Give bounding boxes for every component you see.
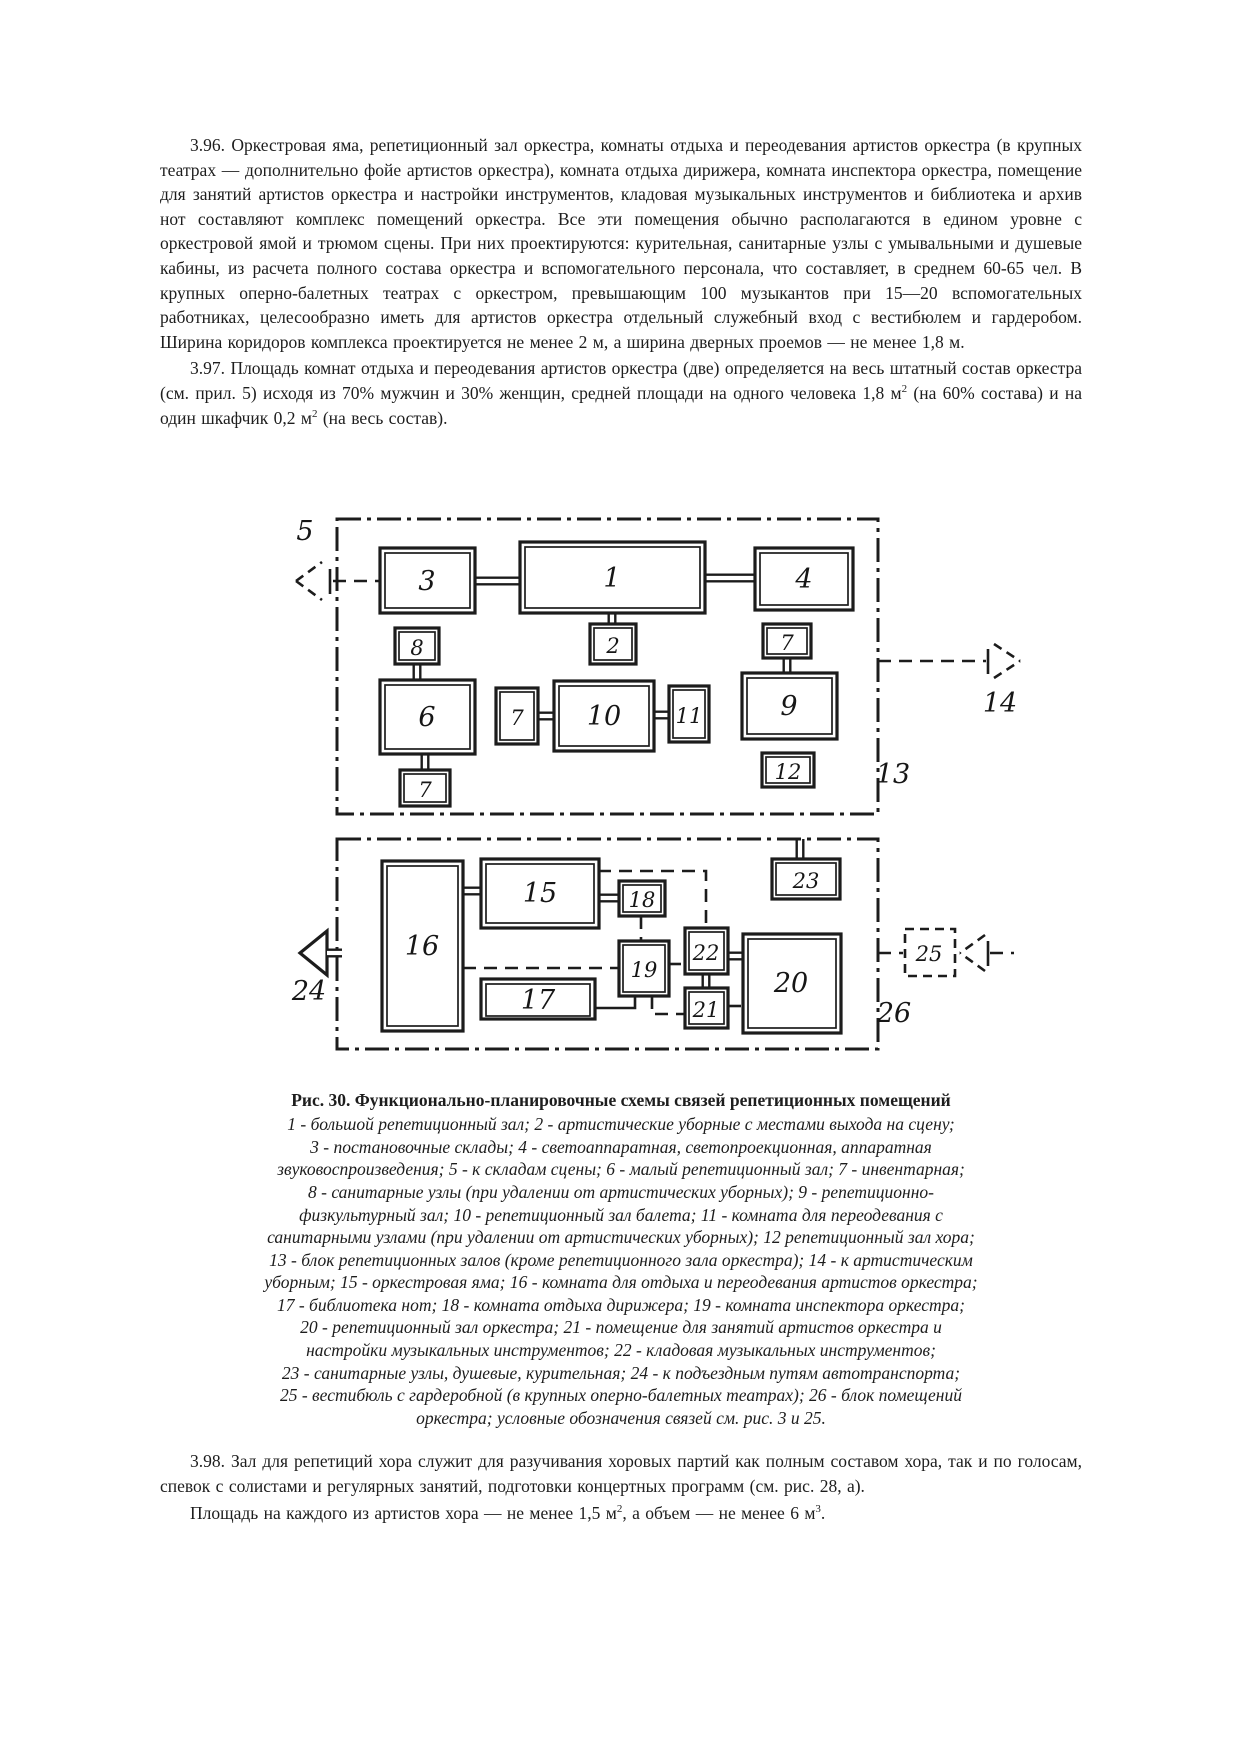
- figure-box-22: 22: [683, 926, 730, 976]
- figure-box-3: 3: [378, 546, 477, 615]
- box-label: 1: [603, 563, 620, 594]
- paragraph-text: 3.97. Площадь комнат отдыха и переодеван…: [160, 358, 1082, 403]
- caption-line: настройки музыкальных инструментов; 22 -…: [306, 1340, 936, 1361]
- paragraph-3-98: 3.98. Зал для репетиций хора служит для …: [160, 1451, 1082, 1497]
- caption-line: звуковоспроизведения; 5 - к складам сцен…: [277, 1159, 965, 1180]
- figure-box-23: 23: [770, 857, 842, 901]
- superscript: 3: [815, 1502, 821, 1515]
- box-label: 9: [780, 691, 797, 722]
- box-label: 6: [418, 702, 435, 733]
- figure-box-21: 21: [683, 986, 730, 1030]
- figure-box-19: 19: [617, 939, 671, 998]
- box-label: 3: [418, 566, 435, 597]
- arrow-to-transport-access: 24: [291, 927, 342, 1007]
- box-label: 22: [692, 941, 720, 965]
- box-label: 23: [792, 869, 820, 893]
- caption-line: 20 - репетиционный зал оркестра; 21 - по…: [300, 1317, 942, 1338]
- paragraph-text: (на весь состав).: [317, 407, 448, 428]
- arrow-to-stage-stores: 5: [295, 516, 380, 602]
- box-label: 15: [523, 878, 557, 909]
- paragraph-text: Площадь на каждого из артистов хора — не…: [190, 1502, 617, 1523]
- label-13: 13: [876, 759, 910, 790]
- figure-box-20: 20: [741, 932, 843, 1035]
- caption-line: 3 - постановочные склады; 4 - светоаппар…: [310, 1136, 932, 1157]
- figure-box-2: 2: [588, 622, 638, 666]
- figure-box-15: 15: [479, 857, 601, 930]
- paragraph-3-96: 3.96. Оркестровая яма, репетиционный зал…: [160, 135, 1082, 352]
- caption-line: оркестра; условные обозначения связей см…: [416, 1407, 826, 1428]
- figure-box-9: 9: [740, 671, 839, 741]
- upper-scheme-connectors: [412, 573, 792, 773]
- label-24: 24: [291, 976, 326, 1007]
- figure-box-17: 17: [479, 977, 597, 1021]
- box-label: 2: [605, 634, 619, 658]
- caption-line: санитарными узлами (при удалении от арти…: [267, 1227, 975, 1248]
- box-label: 21: [692, 998, 720, 1022]
- paragraph-text: .: [820, 1502, 826, 1523]
- figure-box-1: 1: [518, 540, 707, 615]
- box-label: 10: [587, 701, 621, 732]
- box-label: 17: [521, 985, 556, 1016]
- box-label: 11: [676, 704, 703, 728]
- box-label: 7: [510, 706, 524, 730]
- box-label: 7: [780, 631, 794, 655]
- caption-line: 25 - вестибюль с гардеробной (в крупных …: [279, 1385, 962, 1406]
- box-label: 19: [631, 958, 658, 982]
- figure-box-7-bottom: 7: [398, 768, 452, 808]
- box-label: 7: [418, 778, 432, 802]
- figure-box-7-mid: 7: [494, 686, 540, 746]
- figure-caption: Рис. 30. Функционально-планировочные схе…: [160, 1088, 1082, 1429]
- caption-line: 23 - санитарные узлы, душевые, курительн…: [281, 1362, 961, 1383]
- box-label: 18: [629, 888, 656, 912]
- figure-caption-title: Рис. 30. Функционально-планировочные схе…: [291, 1090, 951, 1111]
- figure-30-diagram: 3 1 4 8 2 7 6 7 10 11 9 7 12 16 15 18 23…: [0, 436, 1240, 1076]
- caption-line: 1 - большой репетиционный зал; 2 - артис…: [287, 1114, 955, 1135]
- box-label: 12: [775, 760, 802, 784]
- caption-line: 17 - библиотека нот; 18 - комната отдыха…: [276, 1294, 966, 1315]
- functional-scheme-svg: 3 1 4 8 2 7 6 7 10 11 9 7 12 16 15 18 23…: [291, 516, 1021, 1051]
- box-label: 25: [915, 942, 943, 966]
- superscript: 2: [616, 1502, 623, 1515]
- paragraph-text: , а объем — не менее 6 м: [622, 1502, 816, 1523]
- arrow-to-dressing-rooms: 14: [878, 643, 1021, 719]
- figure-box-4: 4: [753, 546, 855, 612]
- figure-box-12: 12: [760, 751, 816, 789]
- label-26: 26: [876, 998, 911, 1029]
- label-14: 14: [983, 688, 1017, 719]
- label-5: 5: [296, 516, 313, 547]
- lower-block-border: [335, 837, 880, 1051]
- paragraph-3-97: 3.97. Площадь комнат отдыха и переодеван…: [160, 356, 1082, 430]
- figure-box-16: 16: [380, 859, 465, 1033]
- paragraph-text: (на 60% состава) и на один шкафчик 0,2 м: [160, 382, 1083, 428]
- vestibule-and-arrow: 25: [878, 927, 1014, 978]
- figure-box-10: 10: [552, 679, 656, 753]
- caption-line: 8 - санитарные узлы (при удалении от арт…: [308, 1181, 934, 1202]
- figure-box-7-top: 7: [761, 622, 813, 660]
- caption-line: уборным; 15 - оркестровая яма; 16 - комн…: [264, 1272, 978, 1293]
- upper-block-border: [335, 517, 880, 816]
- figure-box-8: 8: [393, 626, 441, 666]
- figure-box-6: 6: [378, 678, 477, 756]
- caption-line: физкультурный зал; 10 - репетиционный за…: [299, 1204, 943, 1225]
- box-label: 4: [794, 564, 812, 595]
- figure-box-11: 11: [667, 684, 711, 744]
- caption-line: 13 - блок репетиционных залов (кроме реп…: [269, 1249, 973, 1270]
- box-label: 16: [405, 931, 439, 962]
- box-label: 8: [410, 636, 423, 660]
- box-label: 20: [773, 968, 808, 999]
- page-content: 3.96. Оркестровая яма, репетиционный зал…: [0, 135, 1240, 1526]
- paragraph-choir-area: Площадь на каждого из артистов хора — не…: [160, 1501, 1082, 1526]
- superscript: 2: [901, 383, 908, 396]
- figure-box-18: 18: [617, 879, 667, 918]
- superscript: 2: [311, 407, 318, 420]
- figure-box-25-dashed: [903, 927, 957, 978]
